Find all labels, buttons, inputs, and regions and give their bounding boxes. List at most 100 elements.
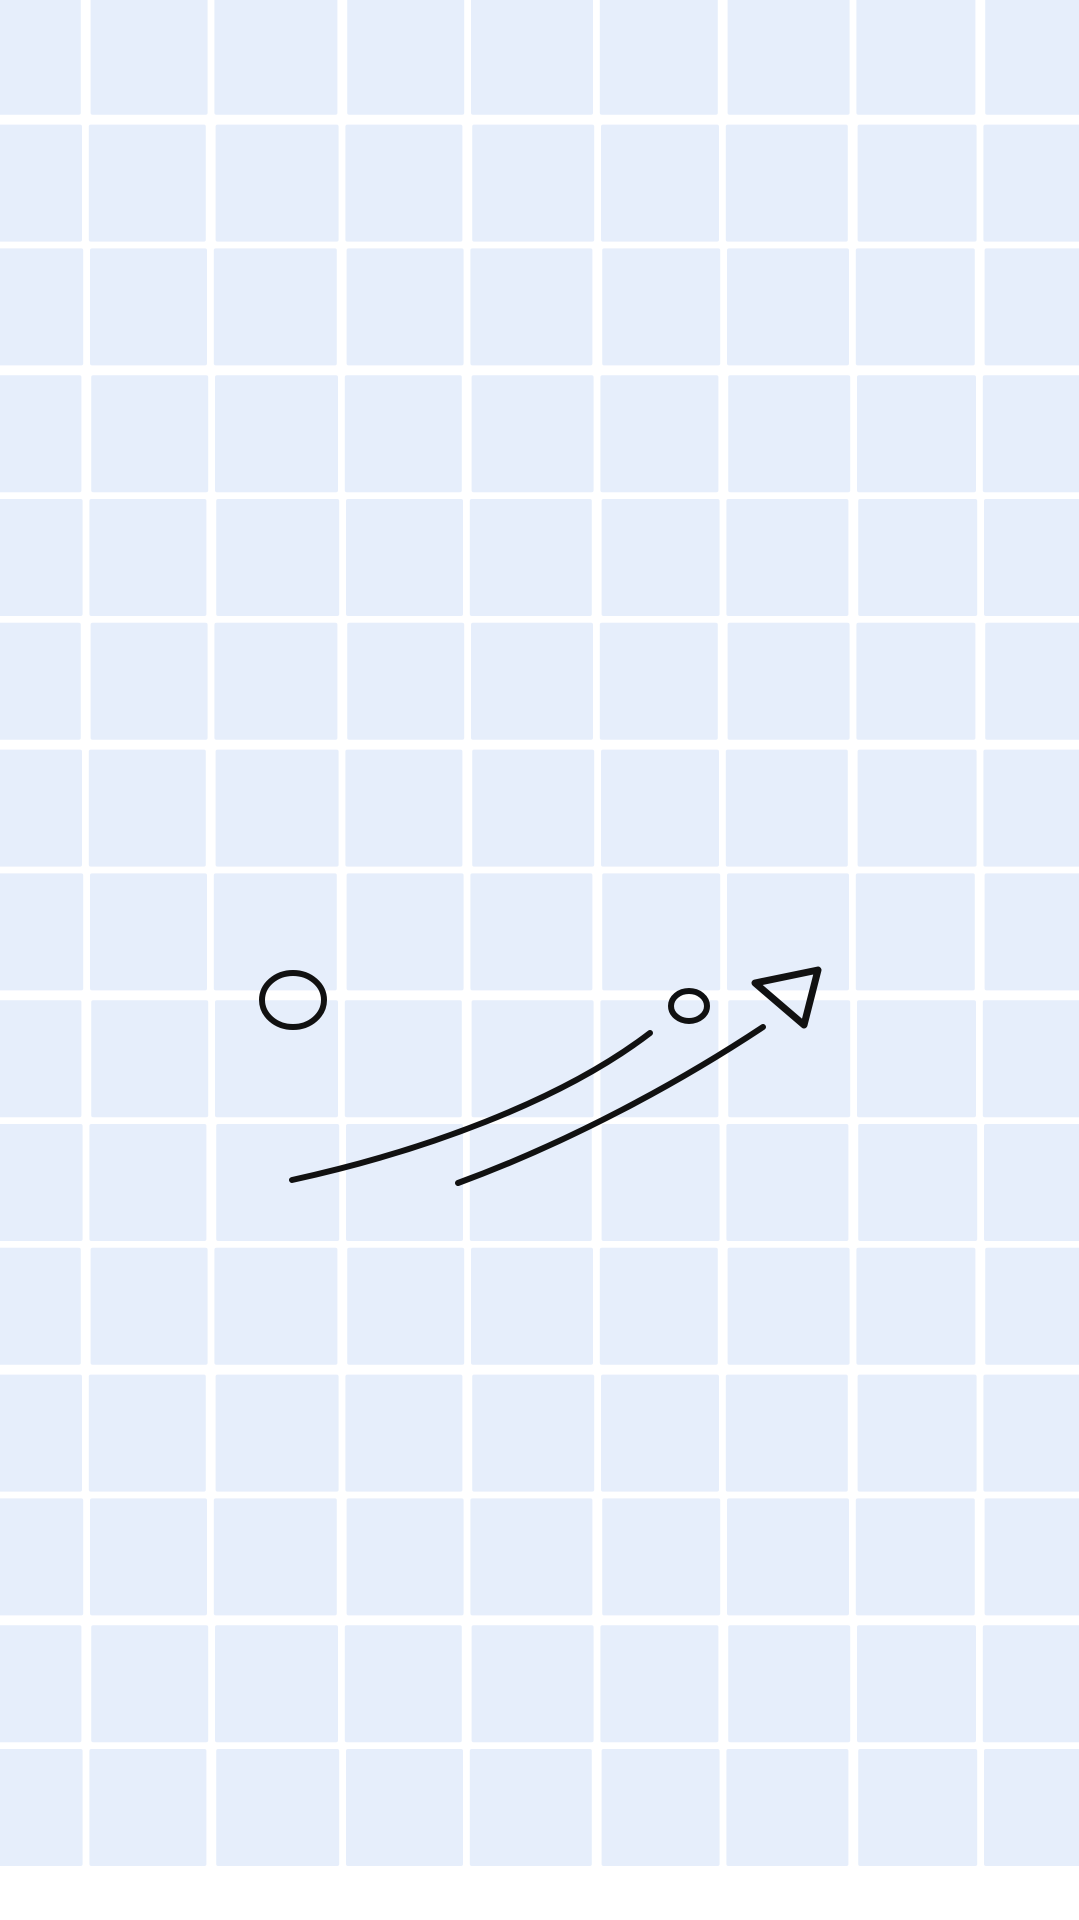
grid-tile [984,873,1079,991]
grid-tile [856,622,976,740]
grid-tile [725,124,848,242]
grid-tile [216,1749,340,1866]
grid-tile [983,124,1079,242]
grid-tile [601,1749,720,1866]
grid-tile [728,375,851,493]
grid-tile [471,1247,593,1365]
grid-tile [89,1749,207,1866]
grid-tile [982,1625,1079,1743]
grid-tile [471,1625,594,1743]
grid-tile [214,622,338,740]
grid-tile [345,749,463,867]
grid-tiles [0,0,1079,1866]
grid-tile [0,124,82,242]
grid-tile [470,1498,593,1616]
grid-tile [601,1124,720,1241]
grid-tile [727,0,850,115]
grid-tile [90,1498,207,1616]
grid-tile [858,1749,978,1866]
grid-tile [347,622,465,740]
grid-tile [0,0,81,115]
grid-tile [90,0,208,115]
grid-tile [346,1124,463,1241]
grid-tile [856,1247,976,1365]
grid-tile [89,499,207,616]
grid-tile [88,124,206,242]
grid-tile [984,1124,1079,1241]
grid-tile [215,749,339,867]
grid-tile [600,1625,719,1743]
grid-tile [91,1000,209,1118]
grid-tile [345,1374,463,1492]
grid-tile [0,1000,82,1118]
grid-tile [344,1000,462,1118]
grid-tile [216,499,340,616]
grid-tile [599,0,718,115]
grid-tile [0,248,84,366]
grid-tile [857,1374,977,1492]
grid-tile [599,622,718,740]
grid-tile [213,873,337,991]
grid-tile [985,0,1079,115]
grid-tile [983,1374,1079,1492]
grid-tile [346,1749,463,1866]
grid-tile [727,873,849,991]
grid-tile [601,499,720,616]
grid-tile [985,1247,1079,1365]
grid-tile [0,1374,82,1492]
grid-tile [984,1498,1079,1616]
grid-tile [0,1625,82,1743]
grid-tile [725,1374,848,1492]
grid-tile [601,749,719,867]
grid-tile [727,1247,850,1365]
grid-tile [0,1498,84,1616]
grid-tile [984,248,1079,366]
grid-tile [855,1498,975,1616]
grid-tile [469,1124,592,1241]
grid-tile [215,1374,339,1492]
grid-tile [0,375,82,493]
grid-tile [90,622,208,740]
grid-tile [90,248,207,366]
grid-tile [347,0,465,115]
grid-tile [345,124,463,242]
grid-tile [88,749,206,867]
grid-tile [216,1124,340,1241]
grid-tile [600,375,719,493]
grid-tile [347,1247,465,1365]
grid-tile [215,1000,338,1118]
grid-tile [858,499,978,616]
grid-tile [88,1374,206,1492]
grid-tile [726,1124,849,1241]
grid-tile [0,622,81,740]
grid-tile [214,0,338,115]
grid-tile [215,124,339,242]
grid-tile [469,499,592,616]
grid-tile [726,1749,849,1866]
grid-tile [471,0,593,115]
grid-tile [600,1000,719,1118]
grid-tile [982,1000,1079,1118]
grid-tile [344,375,462,493]
grid-tile [346,248,464,366]
grid-tile [857,1000,976,1118]
grid-tile [213,1498,337,1616]
grid-tile [471,1000,594,1118]
grid-tile [91,375,209,493]
grid-tile [601,124,719,242]
grid-tile [346,1498,464,1616]
grid-tile [985,622,1079,740]
grid-tile [982,375,1079,493]
grid-tile [90,1247,208,1365]
grid-tile [727,248,849,366]
grid-tile [0,499,83,616]
grid-tile [855,873,975,991]
grid-tile [857,124,977,242]
grid-tile [0,1124,83,1241]
grid-tile [857,375,976,493]
grid-tile [213,248,337,366]
grid-tile [857,1625,976,1743]
grid-tile [728,1625,851,1743]
